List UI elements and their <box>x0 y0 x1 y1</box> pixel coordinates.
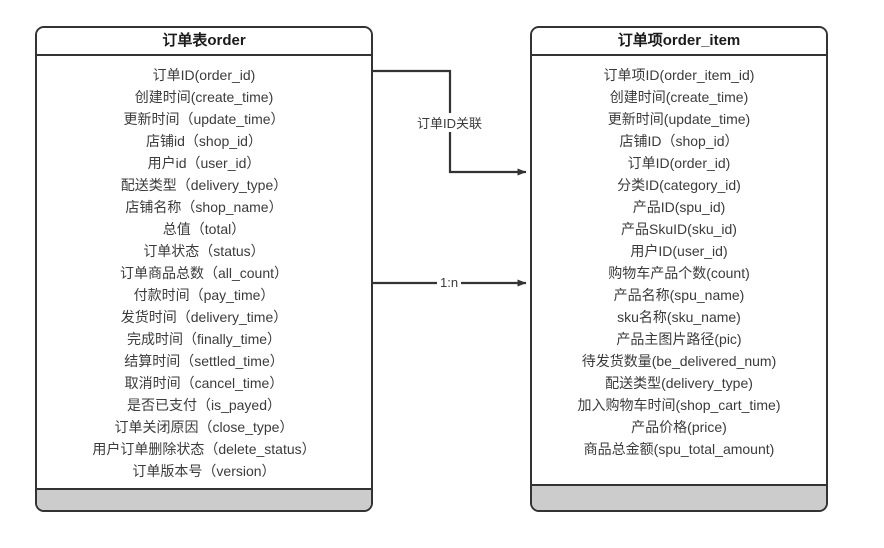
field-row: 创建时间(create_time) <box>134 89 274 105</box>
entity-order-item-footer <box>532 484 826 510</box>
field-row: 产品名称(spu_name) <box>613 287 745 303</box>
entity-order-field-list: 订单ID(order_id) 创建时间(create_time) 更新时间（up… <box>37 56 371 488</box>
field-row: 更新时间(update_time) <box>607 111 751 127</box>
field-row: 购物车产品个数(count) <box>608 265 750 281</box>
field-row: 用户ID(user_id) <box>630 243 728 259</box>
entity-order-item-title: 订单项order_item <box>532 28 826 56</box>
field-row: 店铺名称（shop_name） <box>125 199 283 215</box>
field-row: 完成时间（finally_time） <box>126 331 282 347</box>
field-row: 结算时间（settled_time） <box>124 353 284 369</box>
field-row: 订单ID(order_id) <box>627 155 731 171</box>
field-row: 是否已支付（is_payed） <box>126 397 282 413</box>
field-row: 加入购物车时间(shop_cart_time) <box>577 397 781 413</box>
field-row: 配送类型（delivery_type） <box>120 177 288 193</box>
field-row: 用户订单删除状态（delete_status） <box>92 441 316 457</box>
field-row: 产品SkuID(sku_id) <box>621 221 737 237</box>
entity-order-title: 订单表order <box>37 28 371 56</box>
field-row: 订单版本号（version） <box>132 463 276 479</box>
entity-order[interactable]: 订单表order 订单ID(order_id) 创建时间(create_time… <box>35 26 373 512</box>
entity-order-item[interactable]: 订单项order_item 订单项ID(order_item_id) 创建时间(… <box>530 26 828 512</box>
field-row: 订单关闭原因（close_type） <box>114 419 294 435</box>
connector-label-cardinality: 1:n <box>437 275 462 290</box>
field-row: 分类ID(category_id) <box>617 177 741 193</box>
field-row: 发货时间（delivery_time） <box>120 309 288 325</box>
field-row: 产品ID(spu_id) <box>632 199 726 215</box>
field-row: 待发货数量(be_delivered_num) <box>581 353 777 369</box>
field-row: 总值（total） <box>162 221 246 237</box>
field-row: 产品主图片路径(pic) <box>616 331 742 347</box>
field-row: 店铺id（shop_id） <box>146 133 262 149</box>
field-row: 用户id（user_id） <box>147 155 261 171</box>
field-row: 店铺ID（shop_id） <box>619 133 739 149</box>
field-row: 配送类型(delivery_type) <box>605 375 753 391</box>
field-row: 订单ID(order_id) <box>152 67 256 83</box>
field-row: 订单状态（status） <box>143 243 265 259</box>
field-row: 订单项ID(order_item_id) <box>603 67 755 83</box>
field-row: 取消时间（cancel_time） <box>124 375 284 391</box>
field-row: 订单商品总数（all_count） <box>119 265 289 281</box>
field-row: 创建时间(create_time) <box>609 89 749 105</box>
field-row: 更新时间（update_time） <box>123 111 285 127</box>
field-row: sku名称(sku_name) <box>617 309 741 325</box>
field-row: 商品总金额(spu_total_amount) <box>583 441 775 457</box>
entity-order-footer <box>37 488 371 510</box>
connector-label-order-id-relation: 订单ID关联 <box>414 113 486 132</box>
entity-order-item-field-list: 订单项ID(order_item_id) 创建时间(create_time) 更… <box>532 56 826 484</box>
field-row: 付款时间（pay_time） <box>133 287 275 303</box>
field-row: 产品价格(price) <box>631 419 727 435</box>
